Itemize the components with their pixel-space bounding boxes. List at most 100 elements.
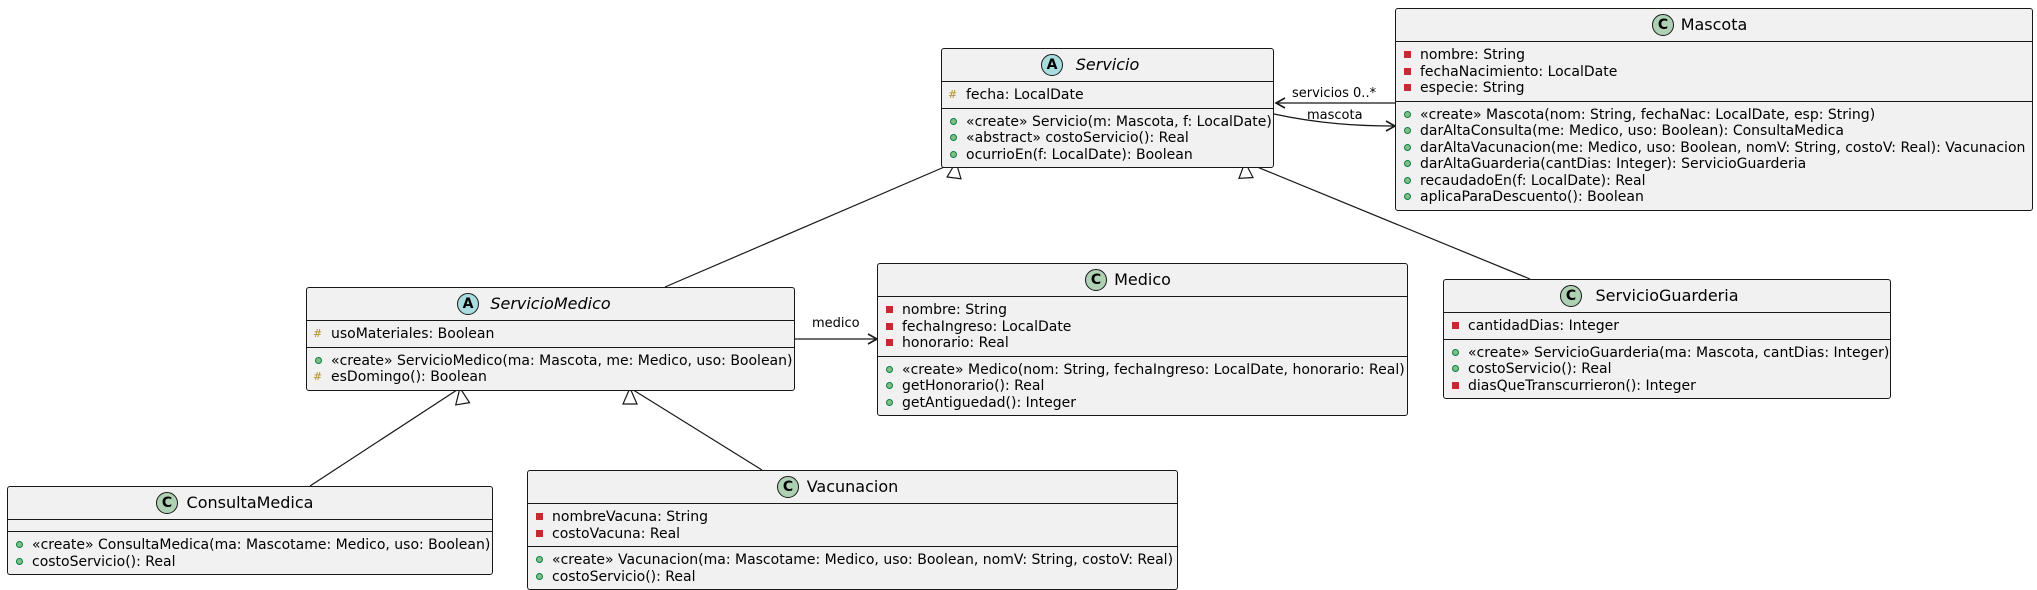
attribute: fecha: LocalDate	[942, 87, 1273, 104]
member-text: «create» Servicio(m: Mascota, f: LocalDa…	[966, 113, 1272, 130]
member-text: nombre: String	[902, 302, 1007, 318]
public-visibility-icon	[1404, 193, 1411, 200]
operation: diasQueTranscurrieron(): Integer	[1444, 378, 1890, 395]
generalization-line	[629, 387, 763, 471]
operation: «create» Medico(nom: String, fechaIngres…	[878, 362, 1407, 379]
public-visibility-icon	[16, 541, 23, 548]
generalization-triangle-icon	[622, 386, 638, 405]
public-visibility-icon	[1404, 143, 1411, 151]
relation-label-mascota: mascota	[1307, 108, 1363, 123]
public-visibility-icon	[1404, 176, 1411, 184]
class-methods: «create» Servicio(m: Mascota, f: LocalDa…	[942, 109, 1273, 168]
arrowhead-icon	[1274, 97, 1286, 109]
class-header: A ServicioMedico	[307, 288, 794, 321]
operation: «create» ServicioMedico(ma: Mascota, me:…	[307, 353, 794, 370]
class-name: ServicioMedico	[490, 294, 611, 313]
member-text: costoServicio(): Real	[1468, 361, 1612, 377]
relation-label-medico: medico	[812, 316, 860, 331]
operation: «create» Mascota(nom: String, fechaNac: …	[1396, 107, 2032, 124]
member-text: «create» ServicioMedico(ma: Mascota, me:…	[331, 352, 793, 369]
protected-visibility-icon	[313, 369, 325, 385]
member-text: fecha: LocalDate	[966, 87, 1084, 103]
operation: darAltaConsulta(me: Medico, uso: Boolean…	[1396, 123, 2032, 140]
class-name: Mascota	[1680, 15, 1748, 34]
generalization-triangle-icon	[946, 160, 962, 180]
operation: «create» ServicioGuarderia(ma: Mascota, …	[1444, 345, 1890, 362]
public-visibility-icon	[1404, 127, 1411, 134]
public-visibility-icon	[886, 398, 893, 406]
generalization-line	[664, 161, 957, 288]
public-visibility-icon	[1452, 348, 1459, 356]
operation: ocurrioEn(f: LocalDate): Boolean	[942, 147, 1273, 164]
relation-gen-sm	[664, 160, 962, 288]
operation: aplicaParaDescuento(): Boolean	[1396, 189, 2032, 206]
operation: «abstract» costoServicio(): Real	[942, 130, 1273, 147]
member-text: esDomingo(): Boolean	[331, 369, 487, 385]
private-visibility-icon	[886, 322, 893, 330]
public-visibility-icon	[16, 557, 23, 565]
private-visibility-icon	[1452, 322, 1459, 329]
member-text: usoMateriales: Boolean	[331, 326, 495, 342]
member-text: ocurrioEn(f: LocalDate): Boolean	[966, 146, 1193, 163]
generalization-triangle-icon	[1238, 160, 1254, 180]
relation-medico	[795, 333, 879, 345]
class-attributes: fecha: LocalDate	[942, 82, 1273, 109]
public-visibility-icon	[536, 572, 543, 580]
member-text: nombreVacuna: String	[552, 509, 709, 525]
member-text: costoServicio(): Real	[552, 568, 696, 585]
member-text: especie: String	[1420, 80, 1525, 96]
public-visibility-icon	[1404, 160, 1411, 167]
member-text: aplicaParaDescuento(): Boolean	[1420, 189, 1644, 205]
class-header: C ServicioGuarderia	[1444, 280, 1890, 313]
class-icon: C	[777, 476, 799, 498]
class-methods: «create» ServicioMedico(ma: Mascota, me:…	[307, 348, 794, 390]
relation-label-servicios: servicios 0..*	[1292, 86, 1377, 101]
member-text: «create» Mascota(nom: String, fechaNac: …	[1420, 106, 1876, 123]
member-text: fechaIngreso: LocalDate	[902, 318, 1072, 335]
class-methods: «create» ConsultaMedica(ma: Mascotame: M…	[8, 532, 492, 574]
class-name: Medico	[1114, 270, 1171, 289]
private-visibility-icon	[886, 339, 893, 346]
public-visibility-icon	[886, 382, 893, 389]
attribute: honorario: Real	[878, 335, 1407, 352]
private-visibility-icon	[1404, 51, 1411, 58]
operation: darAltaGuarderia(cantDias: Integer): Ser…	[1396, 156, 2032, 173]
attribute: nombre: String	[878, 302, 1407, 319]
operation: recaudadoEn(f: LocalDate): Real	[1396, 173, 2032, 190]
operation: getAntiguedad(): Integer	[878, 395, 1407, 412]
class-servicioMedico[interactable]: A ServicioMedico usoMateriales: Boolean «cr…	[306, 287, 795, 391]
class-icon: C	[156, 492, 178, 514]
abstract-class-icon: A	[457, 293, 479, 315]
class-header: C Vacunacion	[528, 471, 1177, 504]
member-text: «abstract» costoServicio(): Real	[966, 130, 1189, 146]
protected-visibility-icon	[313, 326, 325, 342]
association-line	[1273, 113, 1396, 127]
attribute: fechaIngreso: LocalDate	[878, 319, 1407, 336]
class-name: ServicioGuarderia	[1595, 286, 1739, 305]
attribute: nombre: String	[1396, 47, 2032, 64]
attribute: especie: String	[1396, 80, 2032, 97]
public-visibility-icon	[886, 365, 893, 373]
private-visibility-icon	[1404, 67, 1411, 75]
public-visibility-icon	[950, 117, 957, 125]
public-visibility-icon	[950, 134, 957, 141]
public-visibility-icon	[315, 356, 322, 364]
generalization-line	[309, 387, 461, 487]
relation-gen-cm	[309, 386, 471, 487]
abstract-class-icon: A	[1041, 54, 1063, 76]
class-name: Vacunacion	[806, 477, 899, 496]
member-text: «create» Vacunacion(ma: Mascotame: Medic…	[552, 552, 1174, 568]
generalization-line	[1244, 161, 1531, 280]
class-icon: C	[1560, 285, 1582, 307]
